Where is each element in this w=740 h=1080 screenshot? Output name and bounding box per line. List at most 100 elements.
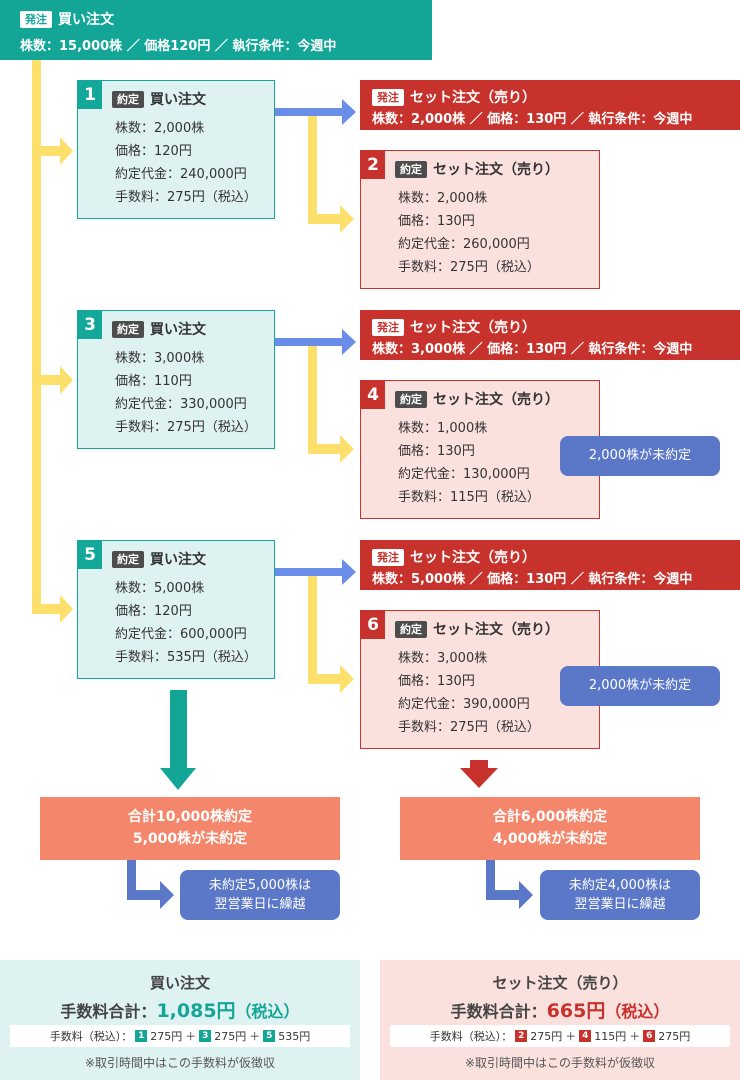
fee-tax: （税込） xyxy=(235,1002,300,1021)
sell-order-banner-2: 発注 セット注文（売り） 株数：3,000株 ／ 価格：130円 ／ 執行条件：… xyxy=(360,310,740,360)
price: 価格：130円 xyxy=(398,444,475,459)
fee: 手数料：275円（税込） xyxy=(115,420,257,435)
box-title: 買い注文 xyxy=(150,552,206,568)
buy-summary-box: 合計10,000株約定 5,000株が未約定 xyxy=(40,797,340,860)
buy-carryover-pill: 未約定5,000株は 翌営業日に繰越 xyxy=(180,870,340,920)
carry-line-1: 未約定5,000株は xyxy=(208,878,312,893)
shares: 株数：3,000株 xyxy=(398,651,488,666)
summary-line-1: 合計10,000株約定 xyxy=(127,809,253,825)
box-title: 買い注文 xyxy=(150,92,206,108)
fee-total-value: 665円 xyxy=(546,1000,606,1022)
price: 価格：110円 xyxy=(115,374,192,389)
fee-total-label: 手数料合計： xyxy=(450,1002,547,1021)
price: 価格：130円 xyxy=(398,214,475,229)
step-badge: 2 xyxy=(515,1030,528,1042)
breakdown-value: 275円 xyxy=(658,1030,691,1043)
order-tag: 発注 xyxy=(20,10,52,28)
summary-line-2: 5,000株が未約定 xyxy=(132,831,248,847)
amount: 約定代金：390,000円 xyxy=(398,697,530,712)
shares: 株数：5,000株 xyxy=(115,581,205,596)
carry-line-1: 未約定4,000株は xyxy=(568,878,672,893)
fee: 手数料：115円（税込） xyxy=(398,490,540,505)
breakdown-value: 275円 xyxy=(530,1030,563,1043)
shares: 株数：1,000株 xyxy=(398,421,488,436)
header-detail: 株数：15,000株 ／ 価格120円 ／ 執行条件：今週中 xyxy=(20,39,337,54)
unfilled-pill-1: 2,000株が未約定 xyxy=(560,436,720,476)
plus-sign: ＋ xyxy=(629,1030,641,1043)
sell-order-banner-1: 発注 セット注文（売り） 株数：2,000株 ／ 価格：130円 ／ 執行条件：… xyxy=(360,80,740,130)
shares: 株数：2,000株 xyxy=(115,121,205,136)
amount: 約定代金：330,000円 xyxy=(115,397,247,412)
sell-carryover-pill: 未約定4,000株は 翌営業日に繰越 xyxy=(540,870,700,920)
sell-order-banner-3: 発注 セット注文（売り） 株数：5,000株 ／ 価格：130円 ／ 執行条件：… xyxy=(360,540,740,590)
step-badge: 3 xyxy=(199,1030,212,1042)
breakdown-value: 275円 xyxy=(214,1030,247,1043)
step-number: 6 xyxy=(361,611,385,639)
step-number: 2 xyxy=(361,151,385,179)
banner-detail: 株数：3,000株 ／ 価格：130円 ／ 執行条件：今週中 xyxy=(372,342,693,357)
breakdown-label: 手数料（税込）： xyxy=(429,1030,513,1043)
breakdown-value: 535円 xyxy=(278,1030,311,1043)
step-number: 3 xyxy=(78,311,102,339)
amount: 約定代金：600,000円 xyxy=(115,627,247,642)
sell-fill-box-6: 6 約定 セット注文（売り） 株数：3,000株 価格：130円 約定代金：39… xyxy=(360,610,600,749)
box-title: 買い注文 xyxy=(150,322,206,338)
buy-fee-panel: 買い注文 手数料合計：1,085円（税込） 手数料（税込）： 1 275円 ＋ … xyxy=(0,960,360,1080)
fee-note: ※取引時間中はこの手数料が仮徴収 xyxy=(464,1056,656,1070)
price: 価格：120円 xyxy=(115,144,192,159)
buy-fill-box-5: 5 約定 買い注文 株数：5,000株 価格：120円 約定代金：600,000… xyxy=(77,540,275,679)
step-number: 5 xyxy=(78,541,102,569)
fee-tax: （税込） xyxy=(605,1002,670,1021)
sell-summary-box: 合計6,000株約定 4,000株が未約定 xyxy=(400,797,700,860)
sell-fee-panel: セット注文（売り） 手数料合計：665円（税込） 手数料（税込）： 2 275円… xyxy=(380,960,740,1080)
fee-note: ※取引時間中はこの手数料が仮徴収 xyxy=(84,1056,276,1070)
filled-tag: 約定 xyxy=(395,160,427,178)
carry-line-2: 翌営業日に繰越 xyxy=(574,897,666,912)
step-badge: 1 xyxy=(135,1030,148,1042)
unfilled-pill-2: 2,000株が未約定 xyxy=(560,666,720,706)
step-badge: 6 xyxy=(643,1030,656,1042)
fee: 手数料：275円（税込） xyxy=(115,190,257,205)
fee-breakdown: 手数料（税込）： 2 275円 ＋ 4 115円 ＋ 6 275円 xyxy=(390,1025,730,1047)
shares: 株数：3,000株 xyxy=(115,351,205,366)
plus-sign: ＋ xyxy=(249,1030,261,1043)
banner-detail: 株数：5,000株 ／ 価格：130円 ／ 執行条件：今週中 xyxy=(372,572,693,587)
shares: 株数：2,000株 xyxy=(398,191,488,206)
fee-total-value: 1,085円 xyxy=(156,1000,236,1022)
banner-title: セット注文（売り） xyxy=(410,550,536,566)
amount: 約定代金：240,000円 xyxy=(115,167,247,182)
plus-sign: ＋ xyxy=(185,1030,197,1043)
sell-fill-box-2: 2 約定 セット注文（売り） 株数：2,000株 価格：130円 約定代金：26… xyxy=(360,150,600,289)
breakdown-value: 275円 xyxy=(150,1030,183,1043)
fee-total: 手数料合計：1,085円（税込） xyxy=(0,996,360,1023)
carry-line-2: 翌営業日に繰越 xyxy=(214,897,306,912)
buy-fill-box-3: 3 約定 買い注文 株数：3,000株 価格：110円 約定代金：330,000… xyxy=(77,310,275,449)
banner-title: セット注文（売り） xyxy=(410,320,536,336)
breakdown-label: 手数料（税込）： xyxy=(49,1030,133,1043)
filled-tag: 約定 xyxy=(112,320,144,338)
order-tag: 発注 xyxy=(372,88,404,106)
step-badge: 4 xyxy=(579,1030,592,1042)
step-number: 4 xyxy=(361,381,385,409)
fee: 手数料：275円（税込） xyxy=(398,720,540,735)
filled-tag: 約定 xyxy=(395,620,427,638)
summary-line-2: 4,000株が未約定 xyxy=(492,831,608,847)
box-title: セット注文（売り） xyxy=(433,622,559,638)
fee-total: 手数料合計：665円（税込） xyxy=(380,996,740,1023)
box-title: セット注文（売り） xyxy=(433,392,559,408)
panel-title: セット注文（売り） xyxy=(492,974,628,992)
buy-fill-box-1: 1 約定 買い注文 株数：2,000株 価格：120円 約定代金：240,000… xyxy=(77,80,275,219)
banner-title: セット注文（売り） xyxy=(410,90,536,106)
order-tag: 発注 xyxy=(372,548,404,566)
step-number: 1 xyxy=(78,81,102,109)
initial-buy-order-header: 発注 買い注文 株数：15,000株 ／ 価格120円 ／ 執行条件：今週中 xyxy=(0,0,432,60)
fee-breakdown: 手数料（税込）： 1 275円 ＋ 3 275円 ＋ 5 535円 xyxy=(10,1025,350,1047)
step-badge: 5 xyxy=(263,1030,276,1042)
breakdown-value: 115円 xyxy=(594,1030,627,1043)
banner-detail: 株数：2,000株 ／ 価格：130円 ／ 執行条件：今週中 xyxy=(372,112,693,127)
box-title: セット注文（売り） xyxy=(433,162,559,178)
panel-title: 買い注文 xyxy=(149,974,210,992)
fee-total-label: 手数料合計： xyxy=(60,1002,157,1021)
filled-tag: 約定 xyxy=(395,390,427,408)
order-tag: 発注 xyxy=(372,318,404,336)
